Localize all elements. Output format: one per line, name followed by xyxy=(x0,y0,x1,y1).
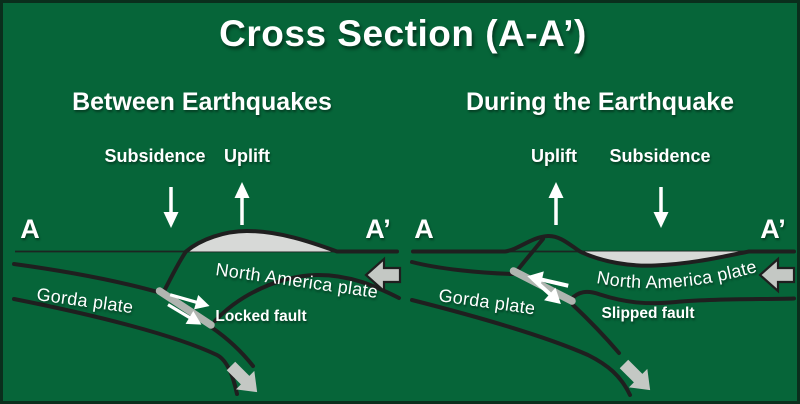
uplift-up-arrow-icon xyxy=(548,182,564,225)
fault-stress-arrow-lower-icon xyxy=(167,303,202,325)
left-panel-figure: North America plate Gorda plate xyxy=(12,182,402,396)
left-panel-heading: Between Earthquakes xyxy=(72,88,332,116)
north-america-bottom-boundary xyxy=(213,272,401,323)
slipped-fault-label: Slipped fault xyxy=(601,305,695,322)
subducting-slab-top-boundary xyxy=(571,303,621,355)
right-panel-heading: During the Earthquake xyxy=(465,88,735,116)
right-panel-figure: North America plate Gorda plate xyxy=(410,182,796,397)
left-uplift-label: Uplift xyxy=(224,146,270,166)
fault-slip-arrow-lower-icon xyxy=(531,277,561,305)
uplift-bulge xyxy=(186,231,337,252)
gorda-plate-label: Gorda plate xyxy=(437,285,536,318)
subduction-direction-arrow-icon xyxy=(226,361,258,393)
subsidence-down-arrow-icon xyxy=(653,187,669,228)
plate-convergence-left-arrow-icon xyxy=(758,256,796,294)
plate-convergence-left-arrow-icon xyxy=(364,256,402,294)
left-section-end-marker: A’ xyxy=(365,214,391,244)
diagram-scene: North America plate Gorda plate xyxy=(12,182,796,397)
ground-surface xyxy=(161,228,399,295)
left-subsidence-label: Subsidence xyxy=(104,146,206,166)
locked-fault-label: Locked fault xyxy=(215,308,307,325)
north-america-plate-label: North America plate xyxy=(214,259,379,302)
locked-fault-strip xyxy=(155,287,215,329)
subducting-slab-top-boundary xyxy=(209,325,255,368)
right-subsidence-label: Subsidence xyxy=(609,146,711,166)
right-uplift-label: Uplift xyxy=(531,146,577,166)
subsidence-down-arrow-icon xyxy=(163,187,179,228)
right-section-end-marker: A’ xyxy=(760,214,786,244)
fault-stress-arrow-upper-icon xyxy=(169,293,210,310)
gorda-plate-bottom-boundary xyxy=(410,298,632,397)
subduction-direction-arrow-icon xyxy=(619,359,651,391)
left-section-start-marker: A xyxy=(20,214,40,244)
right-section-start-marker: A xyxy=(414,214,434,244)
gorda-plate-top-boundary xyxy=(12,262,163,295)
uplift-up-arrow-icon xyxy=(234,182,250,225)
gorda-plate-top-boundary xyxy=(410,260,515,276)
ground-surface xyxy=(411,234,796,268)
north-america-bottom-boundary xyxy=(568,289,796,306)
page-title: Cross Section (A-A’) xyxy=(219,13,587,54)
